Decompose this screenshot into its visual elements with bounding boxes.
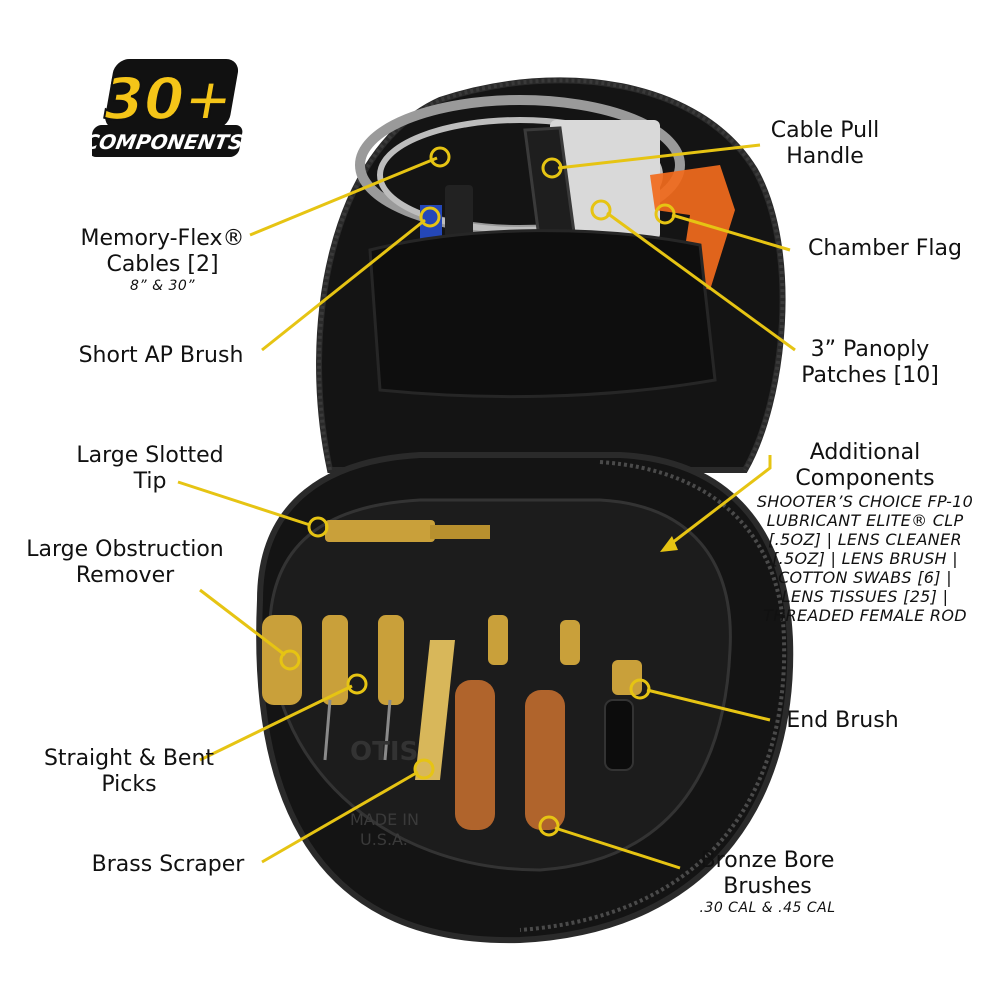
badge-top-plate: [105, 59, 239, 129]
straight-pick: [322, 615, 348, 705]
additional-detail-5: COTTON SWABS [6] |: [778, 568, 952, 587]
label-large-obstruction-remover: Large Obstruction Remover: [10, 537, 240, 589]
components-badge: 30+ COMPONENTS: [92, 59, 245, 157]
tray-imprint-usa: U.S.A.: [360, 830, 408, 849]
label-memory-flex: Memory-Flex® Cables [2] 8” & 30”: [70, 226, 255, 294]
label-end-brush-line1: End Brush: [786, 708, 899, 733]
label-bronze-bore-brushes: Bronze Bore Brushes .30 CAL & .45 CAL: [680, 848, 855, 916]
pick-wire-2: [383, 699, 392, 761]
label-straight-bent-picks: Straight & Bent Picks: [30, 746, 228, 798]
label-cable-pull-line2: Handle: [786, 144, 864, 169]
lid-pocket: [368, 229, 717, 399]
base-zipper: [519, 460, 787, 932]
additional-detail-4: [.5OZ] | LENS BRUSH |: [772, 549, 958, 568]
bronze-bore-brush-30: [455, 680, 495, 830]
label-bronze-sub: .30 CAL & .45 CAL: [699, 900, 836, 916]
bent-pick: [378, 615, 404, 705]
label-brass-scraper-line1: Brass Scraper: [91, 852, 245, 877]
label-patches-line2: Patches [10]: [801, 363, 939, 388]
label-obstruction-line2: Remover: [75, 563, 175, 588]
end-brush-bristles: [604, 699, 634, 771]
label-bronze-line2: Brushes: [723, 874, 812, 899]
brass-scraper: [415, 640, 455, 780]
tray-imprint-made-in: MADE IN: [350, 810, 419, 829]
tray-imprint-brand: OTIS: [350, 737, 418, 767]
label-memory-flex-line1: Memory-Flex®: [80, 226, 245, 251]
additional-detail-3: [.5OZ] | LENS CLEANER: [768, 530, 962, 549]
additional-detail-6: LENS TISSUES [25] |: [781, 587, 949, 606]
adapter-1: [488, 615, 508, 665]
short-ap-brush-handle: [445, 185, 473, 245]
label-cable-pull-line1: Cable Pull: [770, 118, 880, 143]
label-cable-pull-handle: Cable Pull Handle: [745, 118, 905, 170]
label-chamber-flag-line1: Chamber Flag: [808, 236, 962, 261]
large-slotted-tip-neck: [430, 525, 490, 539]
label-memory-flex-line2: Cables [2]: [106, 252, 219, 277]
additional-detail-2: LUBRICANT ELITE® CLP: [766, 511, 964, 530]
label-chamber-flag: Chamber Flag: [795, 236, 975, 262]
label-additional-line2: Components: [795, 466, 935, 491]
label-additional-line1: Additional: [809, 440, 921, 465]
label-additional-components: Additional Components SHOOTER’S CHOICE F…: [745, 440, 985, 625]
badge-bottom-plate: [92, 125, 243, 157]
label-short-ap-brush: Short AP Brush: [65, 343, 257, 369]
large-slotted-tip: [325, 520, 435, 542]
label-short-ap-brush-line1: Short AP Brush: [78, 343, 244, 368]
label-end-brush: End Brush: [775, 708, 910, 734]
label-large-slotted-tip: Large Slotted Tip: [60, 443, 240, 495]
label-obstruction-line1: Large Obstruction: [26, 537, 224, 562]
additional-detail-1: SHOOTER’S CHOICE FP-10: [756, 492, 974, 511]
label-picks-line1: Straight & Bent: [43, 746, 215, 771]
label-large-slotted-tip-line1: Large Slotted: [76, 443, 224, 468]
adapter-2: [560, 620, 580, 665]
label-large-slotted-tip-line2: Tip: [133, 469, 167, 494]
additional-detail-7: THREADED FEMALE ROD: [763, 606, 967, 625]
label-brass-scraper: Brass Scraper: [78, 852, 258, 878]
label-picks-line2: Picks: [101, 772, 157, 797]
end-brush-ferrule: [612, 660, 642, 695]
large-obstruction-remover: [262, 615, 302, 705]
badge-count: 30+: [98, 65, 239, 132]
label-memory-flex-sub: 8” & 30”: [129, 278, 196, 294]
badge-components: COMPONENTS: [92, 130, 245, 154]
label-bronze-line1: Bronze Bore: [700, 848, 835, 873]
bronze-bore-brush-45: [525, 690, 565, 830]
label-patches-line1: 3” Panoply: [810, 337, 930, 362]
label-panoply-patches: 3” Panoply Patches [10]: [785, 337, 955, 389]
